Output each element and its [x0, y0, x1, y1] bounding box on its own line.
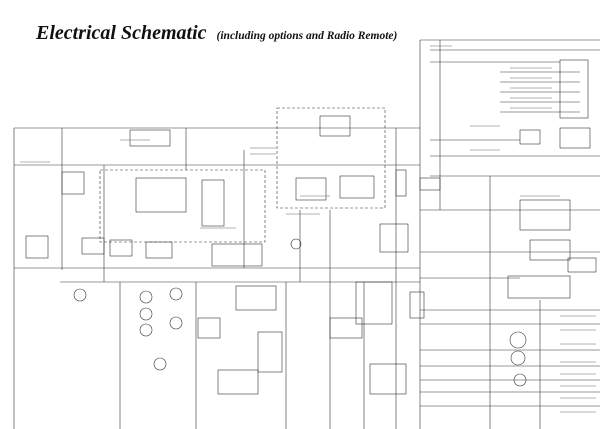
- title-main: Electrical Schematic: [36, 22, 207, 44]
- page-title: Electrical Schematic (including options …: [36, 22, 397, 45]
- title-subtitle: (including options and Radio Remote): [216, 30, 398, 42]
